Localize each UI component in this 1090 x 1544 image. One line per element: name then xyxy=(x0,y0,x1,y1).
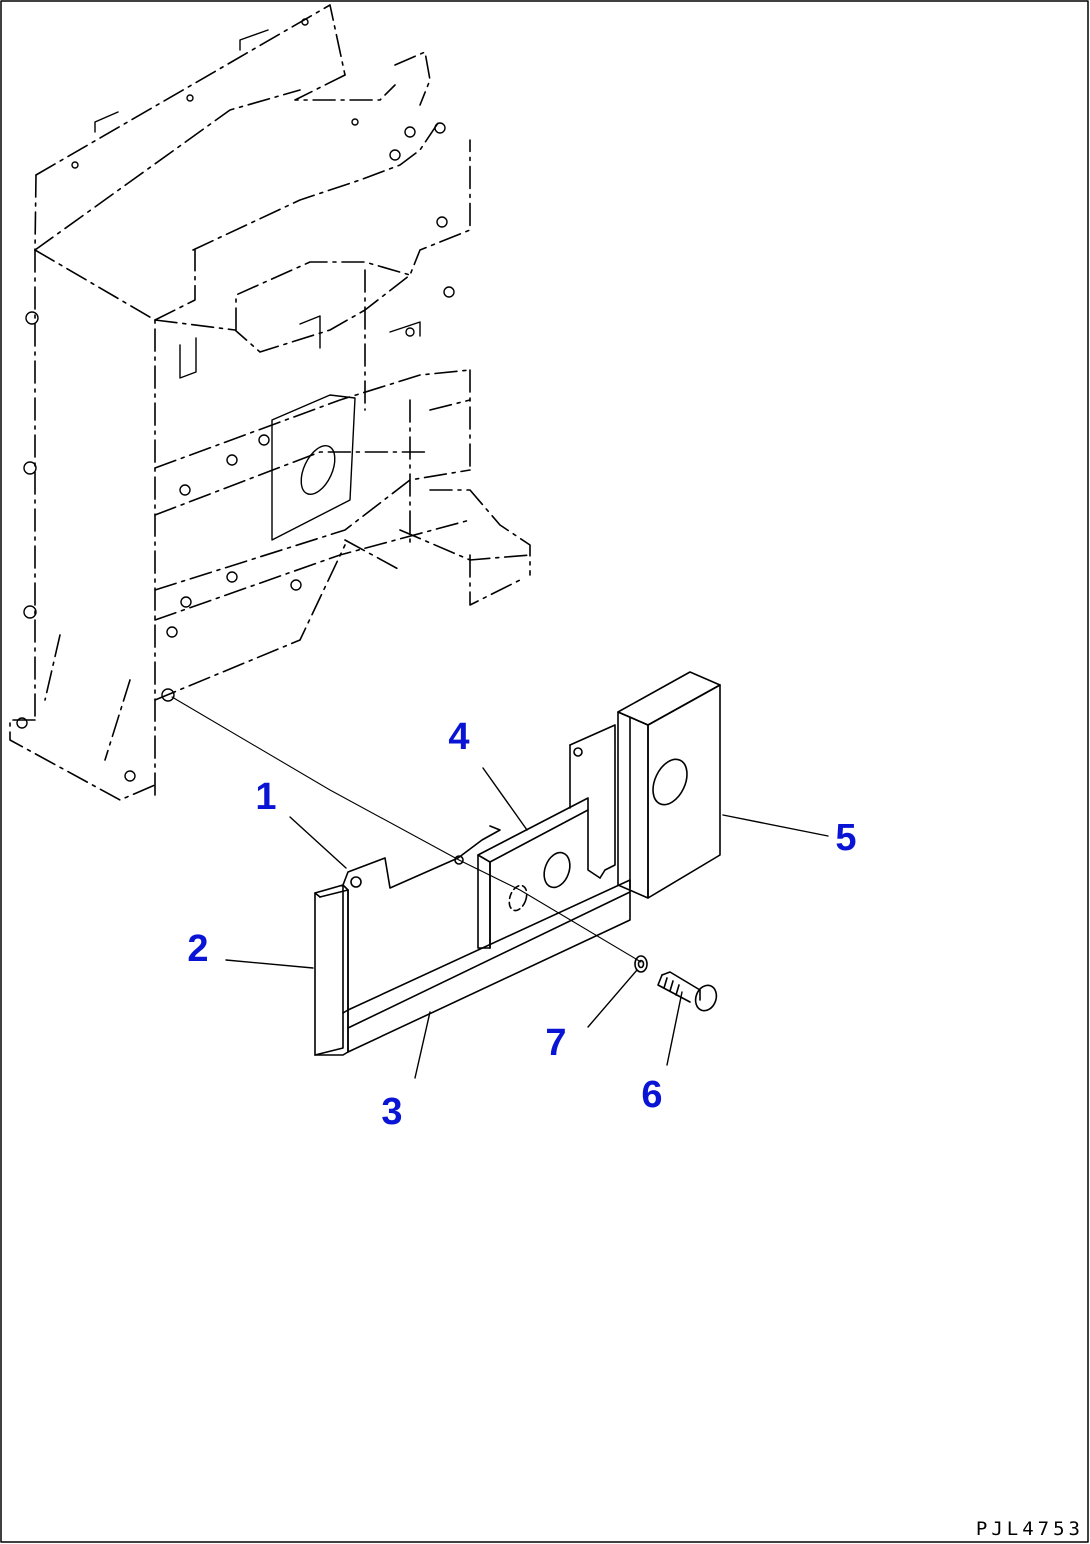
callout-3: 3 xyxy=(381,1091,403,1133)
drawing-code: PJL4753 xyxy=(975,1518,1084,1540)
part-1-plate xyxy=(342,825,501,1011)
callout-1: 1 xyxy=(255,776,277,818)
part-2-block xyxy=(314,884,349,1056)
frame-details xyxy=(16,18,455,782)
part-3-rail xyxy=(342,879,631,1053)
callout-5: 5 xyxy=(835,817,857,859)
part-5-backing-plate xyxy=(569,724,616,879)
callout-7: 7 xyxy=(545,1022,567,1064)
part-4-block xyxy=(477,797,601,949)
part-6-bolt xyxy=(657,971,718,1012)
leader-lines xyxy=(225,767,829,1079)
part-7-washer xyxy=(634,955,648,973)
callout-6: 6 xyxy=(641,1074,663,1116)
radiator-frame-phantom xyxy=(9,4,531,801)
part-5-block xyxy=(617,671,721,899)
assembly-centerline xyxy=(171,696,642,963)
callout-2: 2 xyxy=(187,928,209,970)
callout-4: 4 xyxy=(448,716,470,758)
